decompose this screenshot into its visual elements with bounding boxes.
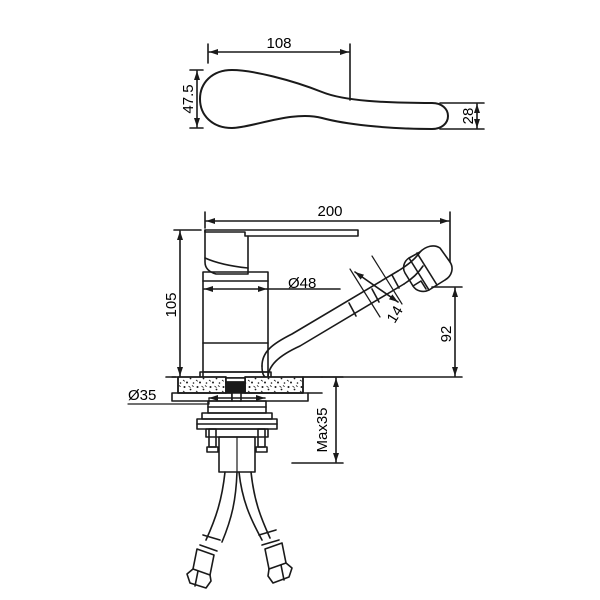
threaded-shank: [207, 400, 267, 414]
dim-max-counter-thickness: [291, 376, 344, 464]
dim-label-105: 105: [163, 292, 180, 317]
dim-body-height: [165, 229, 202, 378]
lever-handle-side: [204, 229, 359, 237]
dim-label-48: Ø48: [288, 275, 316, 292]
dim-spout-tube-size: [349, 255, 403, 318]
handle-stem: [204, 231, 249, 275]
hose-nut-left: [186, 548, 215, 589]
dim-spout-outlet-height: [321, 286, 463, 378]
lever-handle-outline: [199, 69, 449, 130]
supply-hose-left: [199, 471, 238, 552]
dim-label-35: Ø35: [128, 387, 156, 404]
dim-handle-tail-width: [439, 102, 485, 130]
dim-label-200: 200: [317, 203, 342, 220]
top-view-handle: [199, 69, 449, 130]
supply-hose-right: [238, 471, 280, 546]
dim-handle-width: [189, 69, 204, 129]
dim-label-108: 108: [266, 35, 291, 52]
dim-label-max35: Max35: [314, 407, 331, 452]
mounting-nut: [218, 436, 256, 473]
dim-label-14: 14: [384, 303, 407, 326]
spray-head: [402, 245, 453, 293]
dim-label-47-5: 47.5: [180, 84, 197, 113]
dim-handle-length: [207, 43, 351, 101]
dim-label-28: 28: [460, 108, 477, 125]
faucet-body-cylinder: [199, 271, 272, 379]
dim-shank-diameter: [127, 395, 266, 405]
dim-label-92: 92: [438, 326, 455, 343]
hose-nut-right: [264, 542, 293, 584]
dim-spout-reach: [204, 211, 451, 263]
